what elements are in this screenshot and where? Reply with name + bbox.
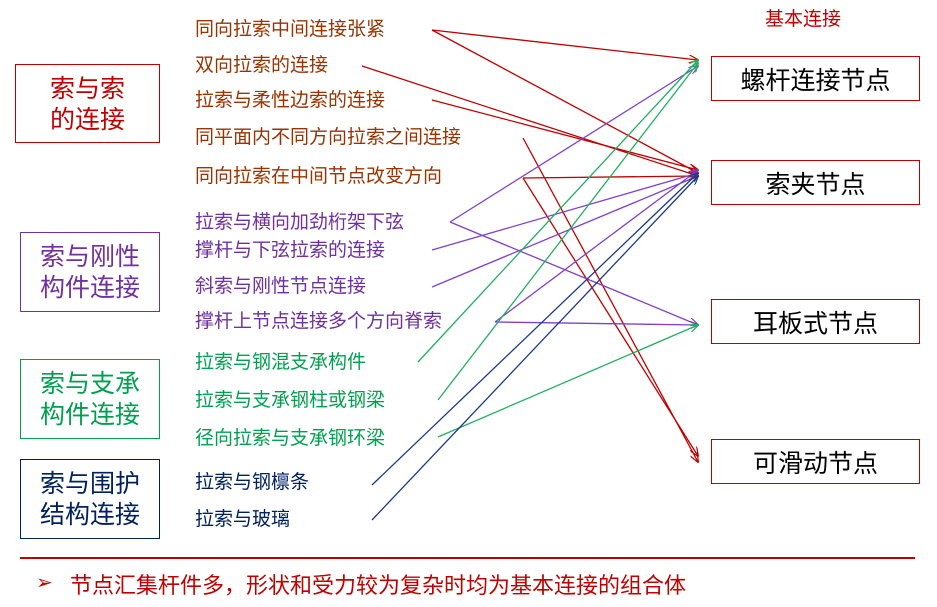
connector-arrow: [371, 176, 698, 521]
basic-connection-header: 基本连接: [765, 8, 842, 30]
category-line: 索与索: [49, 73, 125, 103]
connection-item: 撑杆上节点连接多个方向脊索: [195, 310, 443, 332]
connector-arrow: [431, 29, 698, 173]
category-line: 结构连接: [39, 500, 140, 529]
node-screw-rod: 螺杆连接节点: [711, 56, 920, 101]
bullet-arrow-icon: ➢: [36, 570, 53, 594]
connector-arrow: [431, 176, 698, 288]
footer-note: 节点汇集杆件多，形状和受力较为复杂时均为基本连接的组合体: [70, 574, 687, 599]
connector-arrow: [494, 170, 698, 323]
category-cable-to-rigid: 索与刚性 构件连接: [20, 232, 160, 312]
node-cable-clamp: 索夹节点: [711, 160, 920, 205]
connector-arrow: [494, 322, 698, 325]
category-cable-to-cable: 索与索 的连接: [15, 64, 160, 143]
category-line: 索与支承: [39, 369, 140, 398]
connector-arrow: [431, 29, 698, 60]
category-line: 构件连接: [39, 273, 140, 302]
connector-arrow: [417, 60, 698, 363]
connector-arrow: [522, 177, 698, 456]
connector-arrow: [449, 66, 698, 223]
connector-arrow: [371, 173, 698, 486]
connector-arrow: [449, 221, 698, 325]
connection-item: 拉索与支承钢柱或钢梁: [195, 389, 386, 411]
node-sliding: 可滑动节点: [711, 439, 920, 484]
footer-divider: [20, 557, 915, 559]
category-line: 索与刚性: [39, 242, 140, 271]
connector-arrow: [431, 173, 698, 251]
connection-item: 拉索与玻璃: [195, 508, 291, 530]
category-cable-to-support: 索与支承 构件连接: [20, 359, 160, 439]
connection-item: 同向拉索在中间节点改变方向: [195, 165, 443, 187]
connector-arrow: [437, 325, 698, 438]
connection-item: 同平面内不同方向拉索之间连接: [195, 126, 462, 148]
connection-item: 撑杆与下弦拉索的连接: [195, 239, 386, 261]
connection-item: 斜索与刚性节点连接: [195, 275, 367, 297]
connection-item: 径向拉索与支承钢环梁: [195, 427, 386, 449]
node-ear-plate: 耳板式节点: [711, 299, 920, 344]
connection-item: 拉索与钢檩条: [195, 471, 310, 493]
connection-item: 拉索与柔性边索的连接: [195, 89, 386, 111]
category-line: 索与围护: [39, 469, 140, 498]
connector-arrow: [431, 99, 698, 170]
connector-arrow: [522, 137, 698, 462]
connector-arrow: [437, 63, 698, 401]
connection-item: 双向拉索的连接: [195, 54, 329, 76]
connection-item: 同向拉索中间连接张紧: [195, 18, 386, 40]
category-line: 构件连接: [39, 400, 140, 429]
category-cable-to-enclosure: 索与围护 结构连接: [20, 459, 160, 539]
connection-item: 拉索与钢混支承构件: [195, 351, 367, 373]
connector-arrow: [361, 65, 698, 176]
connection-item: 拉索与横向加劲桁架下弦: [195, 211, 405, 233]
category-line: 的连接: [49, 104, 125, 134]
